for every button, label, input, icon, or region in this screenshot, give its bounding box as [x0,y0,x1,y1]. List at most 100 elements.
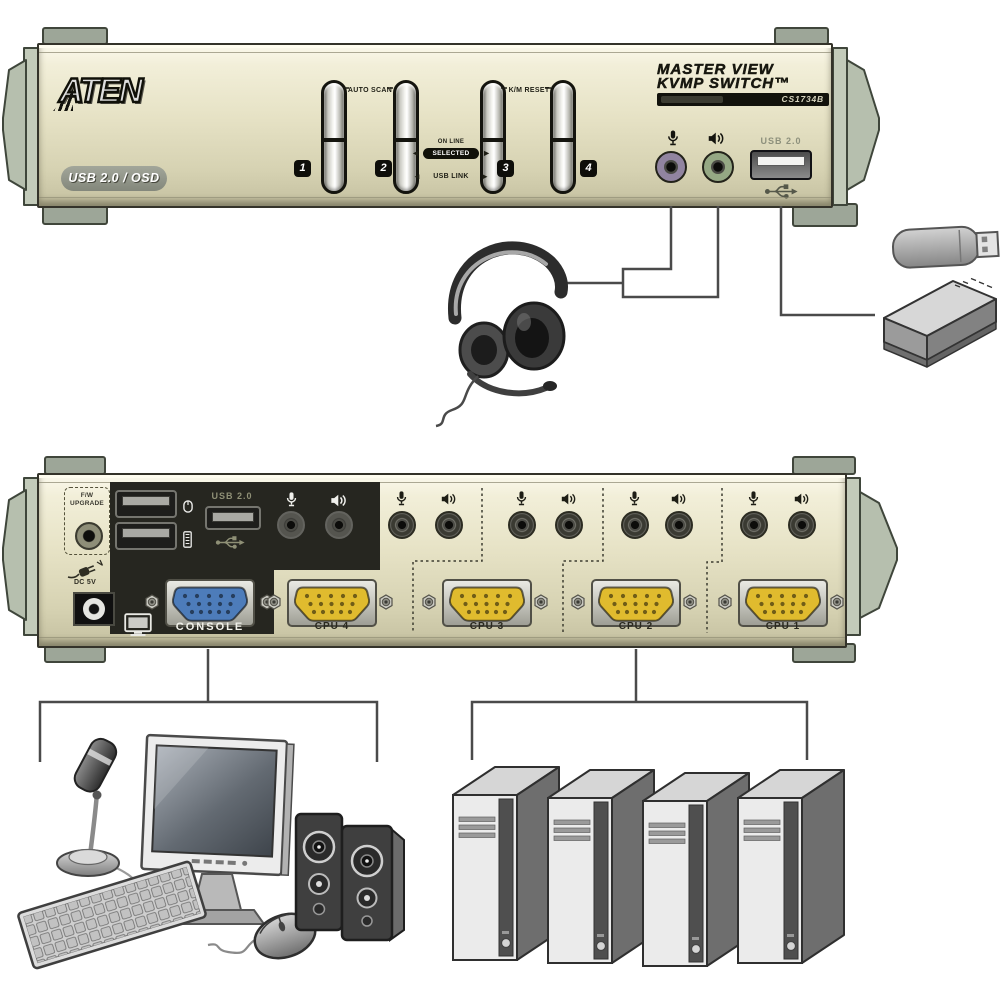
fw-upgrade-jack [75,522,103,550]
speaker-icon [331,494,346,507]
rear-bracket-left-strip [23,477,39,636]
auto-scan-label: AUTO SCAN [347,87,393,94]
usb-link-label: USB LINK [433,173,469,180]
cpu4-speaker-jack [435,511,463,539]
front-usb-port [750,150,812,180]
cpu2-vga-port [591,579,681,627]
rear-bracket-right-strip [844,477,861,636]
cpu3-speaker-jack [555,511,583,539]
aten-logo: ATEN [58,71,179,115]
power-plug-icon [66,558,104,580]
server-tower [642,772,750,967]
console-label: CONSOLE [175,621,245,633]
product-logo: MASTER VIEW KVMP SWITCH™ CS1734B [657,62,829,106]
online-label: ON LINE [437,139,465,145]
cpu4-mic-jack [388,511,416,539]
monitor-icon [124,613,152,637]
headset-illustration [435,241,568,428]
console-mic-jack [277,511,305,539]
audio-connection-line [621,206,720,299]
rear-usb-keyboard-port [115,522,177,550]
right-arrow-icon: ► [482,148,491,158]
cpu3-mic-jack [508,511,536,539]
usb-link-indicator: ◄ USB LINK ► [413,172,489,181]
fw-label-1: F/W [80,492,94,499]
cpu1-speaker-jack [788,511,816,539]
keyboard-illustration [17,860,207,970]
microphone-icon [286,492,297,507]
front-top-foot-left [42,27,108,45]
right-arrow-icon: ► [481,172,489,181]
front-usb-label: USB 2.0 [760,136,802,146]
microphone-icon [629,491,640,506]
front-bracket-right-strip [832,47,848,206]
vga-connector-blue [172,586,248,622]
server-bracket-line [470,700,809,760]
usb-osd-badge: USB 2.0 / OSD [61,166,167,191]
left-arrow-icon: ◄ [411,148,420,158]
front-speaker-jack [702,151,734,183]
server-towers-illustration [452,766,845,967]
rear-top-foot-left [44,456,106,475]
cpu3-label: CPU 3 [469,621,505,632]
cpu2-label: CPU 2 [618,621,654,632]
kvm-switch-rear-panel: F/W UPGRADE USB 2.0 DC 5V CONSOLE CP [37,473,847,648]
vga-connector-yellow [598,586,674,622]
front-top-foot-right [774,27,829,45]
cpu2-speaker-jack [665,511,693,539]
rear-top-foot-right [792,456,856,475]
server-tower [547,769,655,964]
km-reset-label: K/M RESET [508,87,550,94]
screw-nut-icon [570,594,586,610]
monitor-illustration [140,733,295,925]
rear-usb-label: USB 2.0 [211,491,253,501]
port-select-button-3 [480,80,506,194]
external-drive-illustration [883,277,997,368]
speaker-icon [441,493,456,505]
cpu1-mic-jack [740,511,768,539]
vga-connector-yellow [294,586,370,622]
kvm-switch-front-panel: ATEN USB 2.0 / OSD 1 2 3 4 AUTO SCAN K/M… [37,43,833,208]
port-select-button-2 [393,80,419,194]
keyboard-icon [183,531,192,548]
speakers-illustration [294,812,405,942]
server-tower [737,769,845,964]
port-number-4: 4 [580,160,597,177]
speaker-icon [794,493,809,505]
microphone-icon [516,491,527,506]
usb-flash-drive-illustration [891,225,1000,269]
cpu2-mic-jack [621,511,649,539]
fw-label-2: UPGRADE [70,499,104,507]
kvmp-switch-text: KVMP SWITCH™ [657,75,791,92]
rear-usb-mouse-port [115,490,177,518]
rear-bracket-right [859,491,898,619]
console-vga-port [165,579,255,627]
cpu4-vga-port [287,579,377,627]
speaker-icon [708,132,724,145]
left-arrow-icon: ◄ [413,172,421,181]
microphone-icon [396,491,407,506]
dc-power-label: DC 5V [73,579,97,586]
mouse-illustration [207,912,317,960]
speaker-icon [671,493,686,505]
screw-nut-icon [378,594,394,610]
console-bracket-line [38,700,379,762]
usb-device-connection-line [779,206,875,317]
front-mic-jack [655,151,687,183]
port-number-3: 3 [497,160,514,177]
model-number: CS1734B [657,93,829,106]
vga-connector-yellow [745,586,821,622]
front-bracket-left-strip [23,47,39,206]
selected-indicator: ◄ SELECTED ► [411,148,491,159]
speaker-icon [561,493,576,505]
screw-nut-icon [266,594,282,610]
rear-bracket-left [2,489,27,621]
dc-power-jack [73,592,115,626]
microphone-icon [667,130,679,146]
firmware-upgrade-port: F/W UPGRADE [64,487,110,555]
screw-nut-icon [533,594,549,610]
cpu1-vga-port [738,579,828,627]
cpu4-label: CPU 4 [314,621,350,632]
front-bracket-right [846,59,880,191]
